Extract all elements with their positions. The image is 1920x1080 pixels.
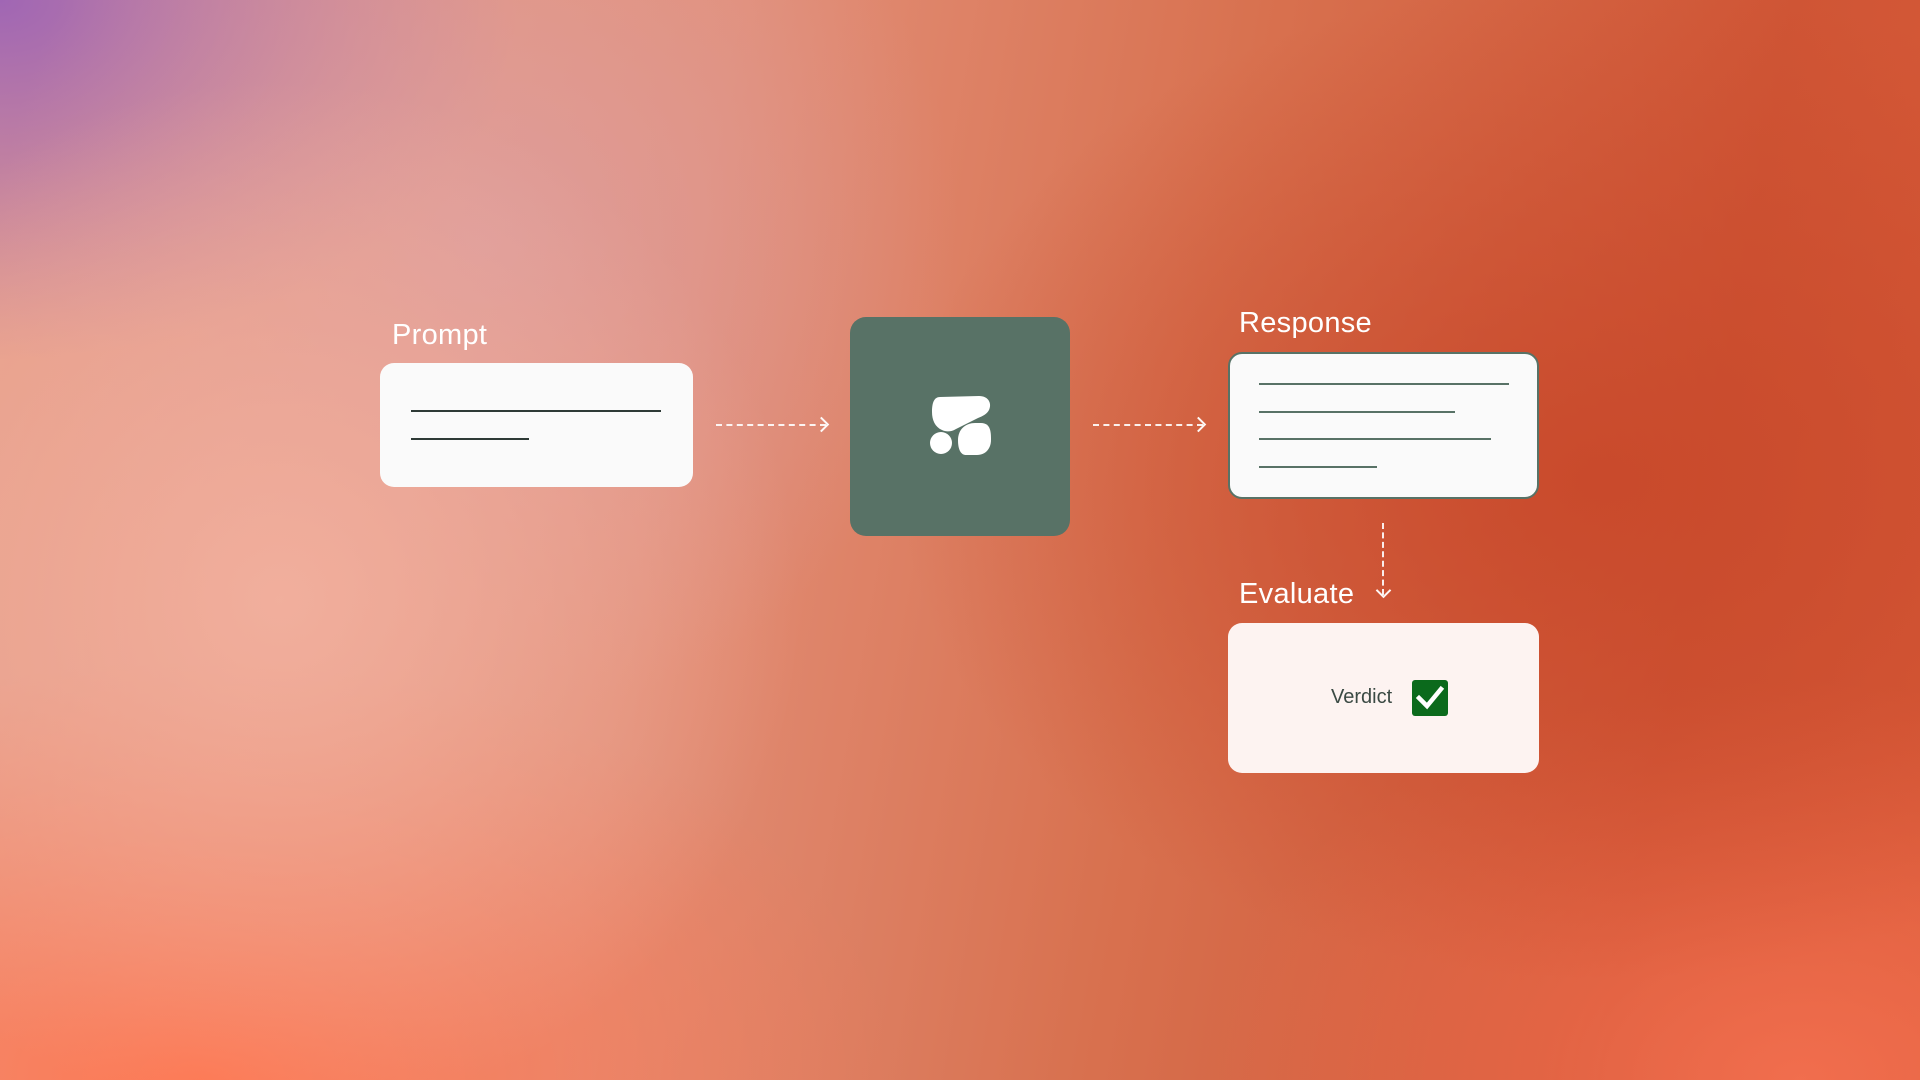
prompt-text-line: [411, 410, 661, 412]
prompt-text-line: [411, 438, 529, 440]
response-text-line: [1259, 466, 1377, 468]
response-text-line: [1259, 411, 1455, 413]
checkmark-icon: [1412, 680, 1448, 716]
response-text-line: [1259, 383, 1509, 385]
prompt-label: Prompt: [392, 319, 488, 351]
evaluate-card: Verdict: [1228, 623, 1539, 773]
response-text-line: [1259, 438, 1491, 440]
prompt-card: [380, 363, 693, 487]
verdict-text: Verdict: [1331, 686, 1393, 708]
model-box: [850, 317, 1070, 536]
model-logo-icon: [930, 396, 991, 455]
response-label: Response: [1239, 307, 1372, 339]
evaluate-label: Evaluate: [1239, 578, 1355, 610]
response-card: [1228, 352, 1539, 499]
